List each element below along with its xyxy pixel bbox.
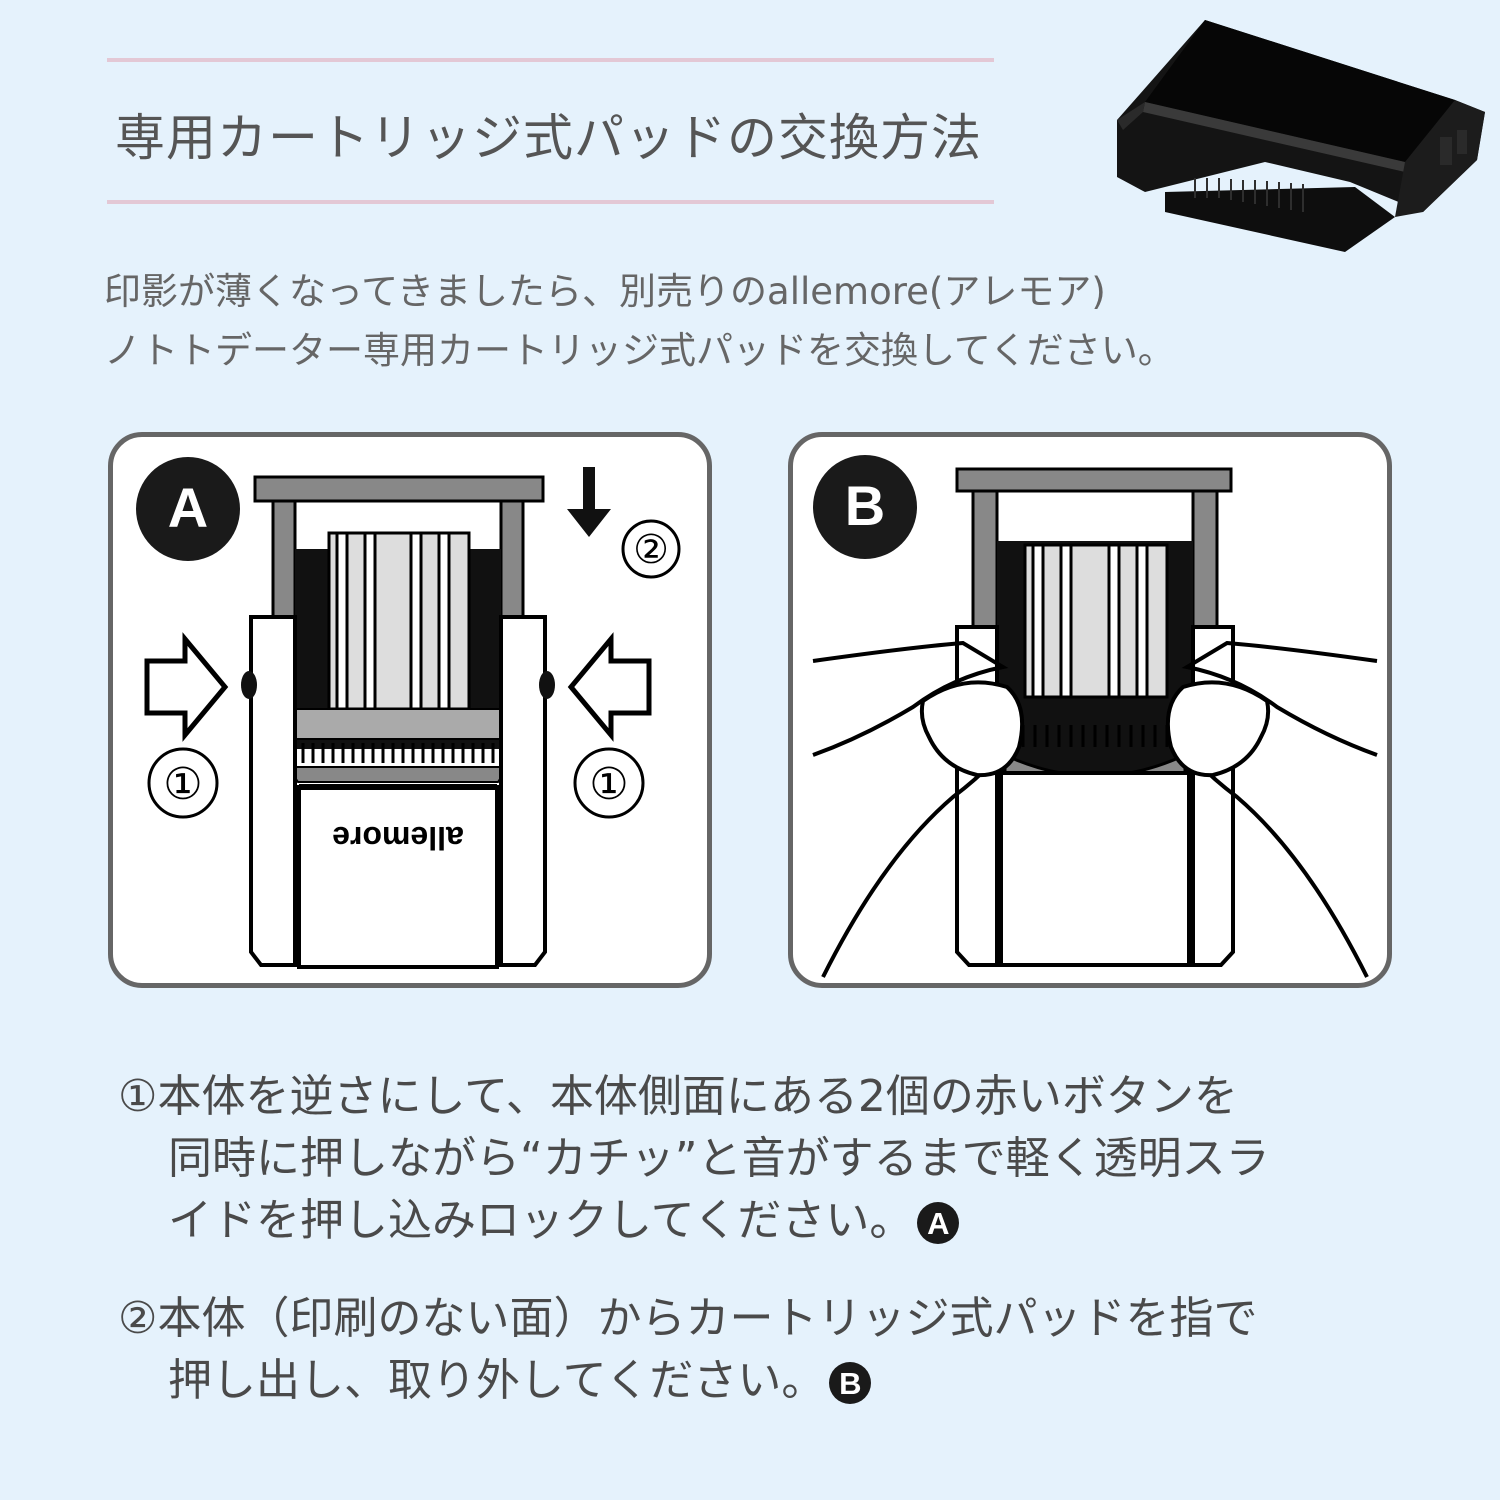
left-pointing-arrow-icon	[567, 632, 652, 742]
right-arrow-label: ①	[589, 759, 628, 810]
page-title: 専用カートリッジ式パッドの交換方法	[115, 109, 982, 167]
panel-b-badge	[813, 455, 917, 559]
illustration-panel-b: B	[788, 432, 1392, 988]
step-text-line: 本体（印刷のない面）からカートリッジ式パッドを指で	[157, 1293, 1258, 1344]
step-marker: ②	[118, 1293, 158, 1344]
instruction-step-1: ①本体を逆さにして、本体側面にある2個の赤いボタンを 同時に押しながら“カチッ”…	[118, 1066, 1270, 1252]
step-text-line: イドを押し込みロックしてください。	[168, 1195, 914, 1246]
illustration-panel-a: A allemore	[108, 432, 712, 988]
intro-text: 印影が薄くなってきましたら、別売りのallemore(アレモア) ノトトデーター…	[104, 262, 1175, 380]
stamp-lock-illustration: A allemore	[136, 457, 681, 969]
intro-line: 印影が薄くなってきましたら、別売りのallemore(アレモア)	[104, 270, 1106, 313]
step-marker: ①	[118, 1071, 158, 1122]
title-top-rule	[107, 58, 994, 62]
step-text-line: 本体を逆さにして、本体側面にある2個の赤いボタンを	[157, 1071, 1238, 1122]
step-badge: A	[917, 1202, 960, 1244]
panel-b-badge-label: B	[845, 474, 885, 537]
pad-removal-illustration: B	[812, 455, 1378, 978]
left-arrow-label: ①	[163, 759, 202, 810]
instruction-step-2: ②本体（印刷のない面）からカートリッジ式パッドを指で 押し出し、取り外してくださ…	[118, 1288, 1257, 1412]
panel-a-badge	[136, 457, 240, 561]
step-badge: B	[829, 1362, 872, 1404]
down-arrow-icon	[567, 467, 611, 537]
title-bottom-rule	[107, 200, 994, 204]
stamp-brand-logo: allemore	[332, 820, 464, 856]
step-text-line: 押し出し、取り外してください。	[168, 1355, 826, 1406]
intro-line: ノトトデーター専用カートリッジ式パッドを交換してください。	[104, 329, 1175, 372]
right-pointing-arrow-icon	[144, 632, 229, 742]
step-text-line: 同時に押しながら“カチッ”と音がするまで軽く透明スラ	[168, 1133, 1270, 1184]
cartridge-pad-image	[1117, 20, 1485, 252]
down-arrow-label: ②	[633, 527, 669, 573]
panel-a-badge-label: A	[168, 476, 208, 539]
